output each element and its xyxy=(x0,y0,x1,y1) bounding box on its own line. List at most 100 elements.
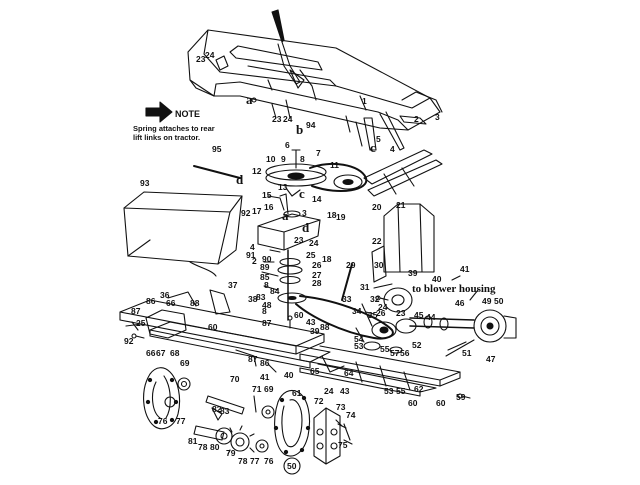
guard xyxy=(371,203,435,283)
part-label-p134: 76 xyxy=(264,456,274,466)
part-label-p69: 8 xyxy=(262,306,267,316)
part-label-p4: 23 xyxy=(272,114,282,124)
part-label-p89: 50 xyxy=(494,296,504,306)
part-label-p105: 40 xyxy=(284,370,294,380)
part-label-p34: 20 xyxy=(372,202,382,212)
hopper-box xyxy=(123,191,243,277)
note-title: NOTE xyxy=(175,109,200,119)
part-label-p81: 35 xyxy=(368,310,378,320)
part-label-p115: 60 xyxy=(408,398,418,408)
part-label-p104: 41 xyxy=(260,372,270,382)
part-label-p92: 54 xyxy=(354,334,364,344)
part-label-p133: 77 xyxy=(250,456,260,466)
part-label-p33: d xyxy=(302,220,310,235)
part-label-p129: 78 xyxy=(198,442,208,452)
part-label-p38: 3 xyxy=(302,208,307,218)
part-label-p111: 55 xyxy=(396,386,406,396)
part-label-p125: 77 xyxy=(176,416,186,426)
part-label-p106: 65 xyxy=(310,366,320,376)
part-label-p114: 59 xyxy=(456,392,466,402)
part-label-p95: 57 xyxy=(390,348,400,358)
part-label-p118: 69 xyxy=(264,384,274,394)
fasteners xyxy=(131,275,471,429)
part-label-p93: 53 xyxy=(354,341,364,351)
part-label-p55: 29 xyxy=(346,260,356,270)
part-label-p88: 49 xyxy=(482,296,492,306)
part-label-p48: 84 xyxy=(270,286,280,296)
part-label-p113: 60 xyxy=(436,398,446,408)
part-label-p8: 1 xyxy=(362,96,367,106)
part-label-p71: 43 xyxy=(306,317,316,327)
part-label-p87: 46 xyxy=(455,298,465,308)
part-label-p62: 33 xyxy=(342,294,352,304)
part-label-p101: 69 xyxy=(180,358,190,368)
part-label-p85: 45 xyxy=(414,310,424,320)
part-label-p42: 91 xyxy=(246,250,256,260)
part-label-p51: 26 xyxy=(312,260,322,270)
part-label-p39: 23 xyxy=(294,235,304,245)
part-label-p17: 7 xyxy=(316,148,321,158)
part-label-p36: 22 xyxy=(372,236,382,246)
part-label-p100: 68 xyxy=(170,348,180,358)
cover-plate xyxy=(273,389,311,457)
part-label-p40: 24 xyxy=(309,238,319,248)
part-label-p82: 26 xyxy=(376,308,386,318)
part-label-p15: d xyxy=(236,172,244,187)
part-label-p1: 23 xyxy=(196,54,206,64)
part-label-p31: 18 xyxy=(327,210,337,220)
lift-lever xyxy=(271,9,305,89)
part-label-p108: 24 xyxy=(324,386,334,396)
part-label-p102: 86 xyxy=(260,358,270,368)
note-line-1: Spring attaches to rear xyxy=(133,124,215,133)
reference-circle xyxy=(283,457,301,475)
part-label-p131: 79 xyxy=(226,448,236,458)
part-label-p127: 83 xyxy=(220,406,230,416)
part-label-p72: 87 xyxy=(262,318,272,328)
gearbox-bracket xyxy=(257,193,321,251)
part-label-p37: c xyxy=(299,186,305,201)
part-label-p76: 36 xyxy=(160,290,170,300)
part-label-p28: 92 xyxy=(241,208,251,218)
part-label-p54: 18 xyxy=(322,254,332,264)
part-label-p99: 67 xyxy=(156,348,166,358)
part-label-p66: 66 xyxy=(166,298,176,308)
part-label-p13: 4 xyxy=(390,144,395,154)
part-label-p121: 73 xyxy=(336,402,346,412)
part-label-p27: 16 xyxy=(264,202,274,212)
part-label-p60: 31 xyxy=(360,282,370,292)
part-label-p68: 25 xyxy=(136,318,146,328)
part-label-p91: 51 xyxy=(462,348,472,358)
part-label-p24: 14 xyxy=(312,194,322,204)
part-label-p50: 25 xyxy=(306,250,316,260)
part-label-p23: 13 xyxy=(278,182,288,192)
part-label-p52: 27 xyxy=(312,270,322,280)
right-linkage xyxy=(345,111,443,197)
note-block: NOTE Spring attaches to rear lift links … xyxy=(133,109,215,142)
part-label-p16: 6 xyxy=(285,140,290,150)
note-line-2: lift links on tractor. xyxy=(133,133,200,142)
part-label-p45: 89 xyxy=(260,262,270,272)
part-label-p25: 93 xyxy=(140,178,150,188)
part-label-p19: 9 xyxy=(281,154,286,164)
part-label-p109: 43 xyxy=(340,386,350,396)
part-label-p70: 48 xyxy=(262,300,272,310)
part-label-p32: 19 xyxy=(336,212,346,222)
part-label-p9: 2 xyxy=(414,114,419,124)
part-label-p58: 40 xyxy=(432,274,442,284)
lower-shaft-gears xyxy=(193,395,275,455)
part-label-p22: 12 xyxy=(252,166,262,176)
chassis-rails xyxy=(119,299,461,397)
part-label-p130: 80 xyxy=(210,442,220,452)
shaft-stack xyxy=(261,249,307,321)
part-label-p80: 34 xyxy=(352,306,362,316)
part-label-p7: 94 xyxy=(306,120,316,130)
left-brackets xyxy=(125,289,277,373)
part-label-p122: 74 xyxy=(346,410,356,420)
upper-pulley-assembly xyxy=(265,149,368,211)
part-label-p103: 87 xyxy=(248,354,258,364)
part-label-p77: 88 xyxy=(190,298,200,308)
part-label-p126: 82 xyxy=(212,404,222,414)
